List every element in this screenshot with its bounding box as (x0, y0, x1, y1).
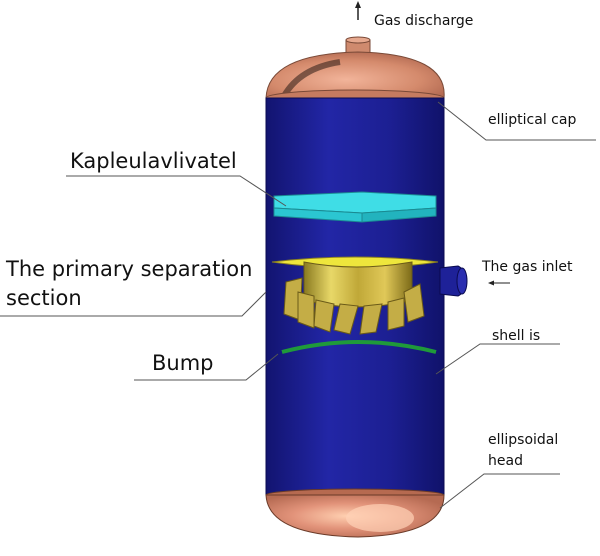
ellipsoidal-head (265, 488, 445, 538)
bump-plate (281, 340, 437, 354)
label-primary-separation-2: section (6, 286, 82, 310)
primary-separation-section (271, 256, 439, 335)
label-gas-discharge: Gas discharge (374, 13, 473, 29)
leader-lines (0, 101, 596, 509)
label-shell: shell is (492, 328, 540, 344)
label-elliptical-cap: elliptical cap (488, 112, 576, 128)
label-ellipsoidal-head-1: ellipsoidal (488, 432, 558, 448)
label-ellipsoidal-head-2: head (488, 453, 523, 469)
gas-inlet-nozzle (439, 265, 468, 297)
mist-eliminator (273, 191, 437, 223)
label-bump: Bump (152, 351, 214, 375)
label-primary-separation-1: The primary separation (5, 257, 252, 281)
label-kapleulavlivatel: Kapleulavlivatel (70, 149, 237, 173)
gas-discharge-arrow-icon (355, 1, 361, 20)
gas-inlet-arrow-icon (488, 280, 510, 286)
label-gas-inlet: The gas inlet (481, 259, 573, 275)
